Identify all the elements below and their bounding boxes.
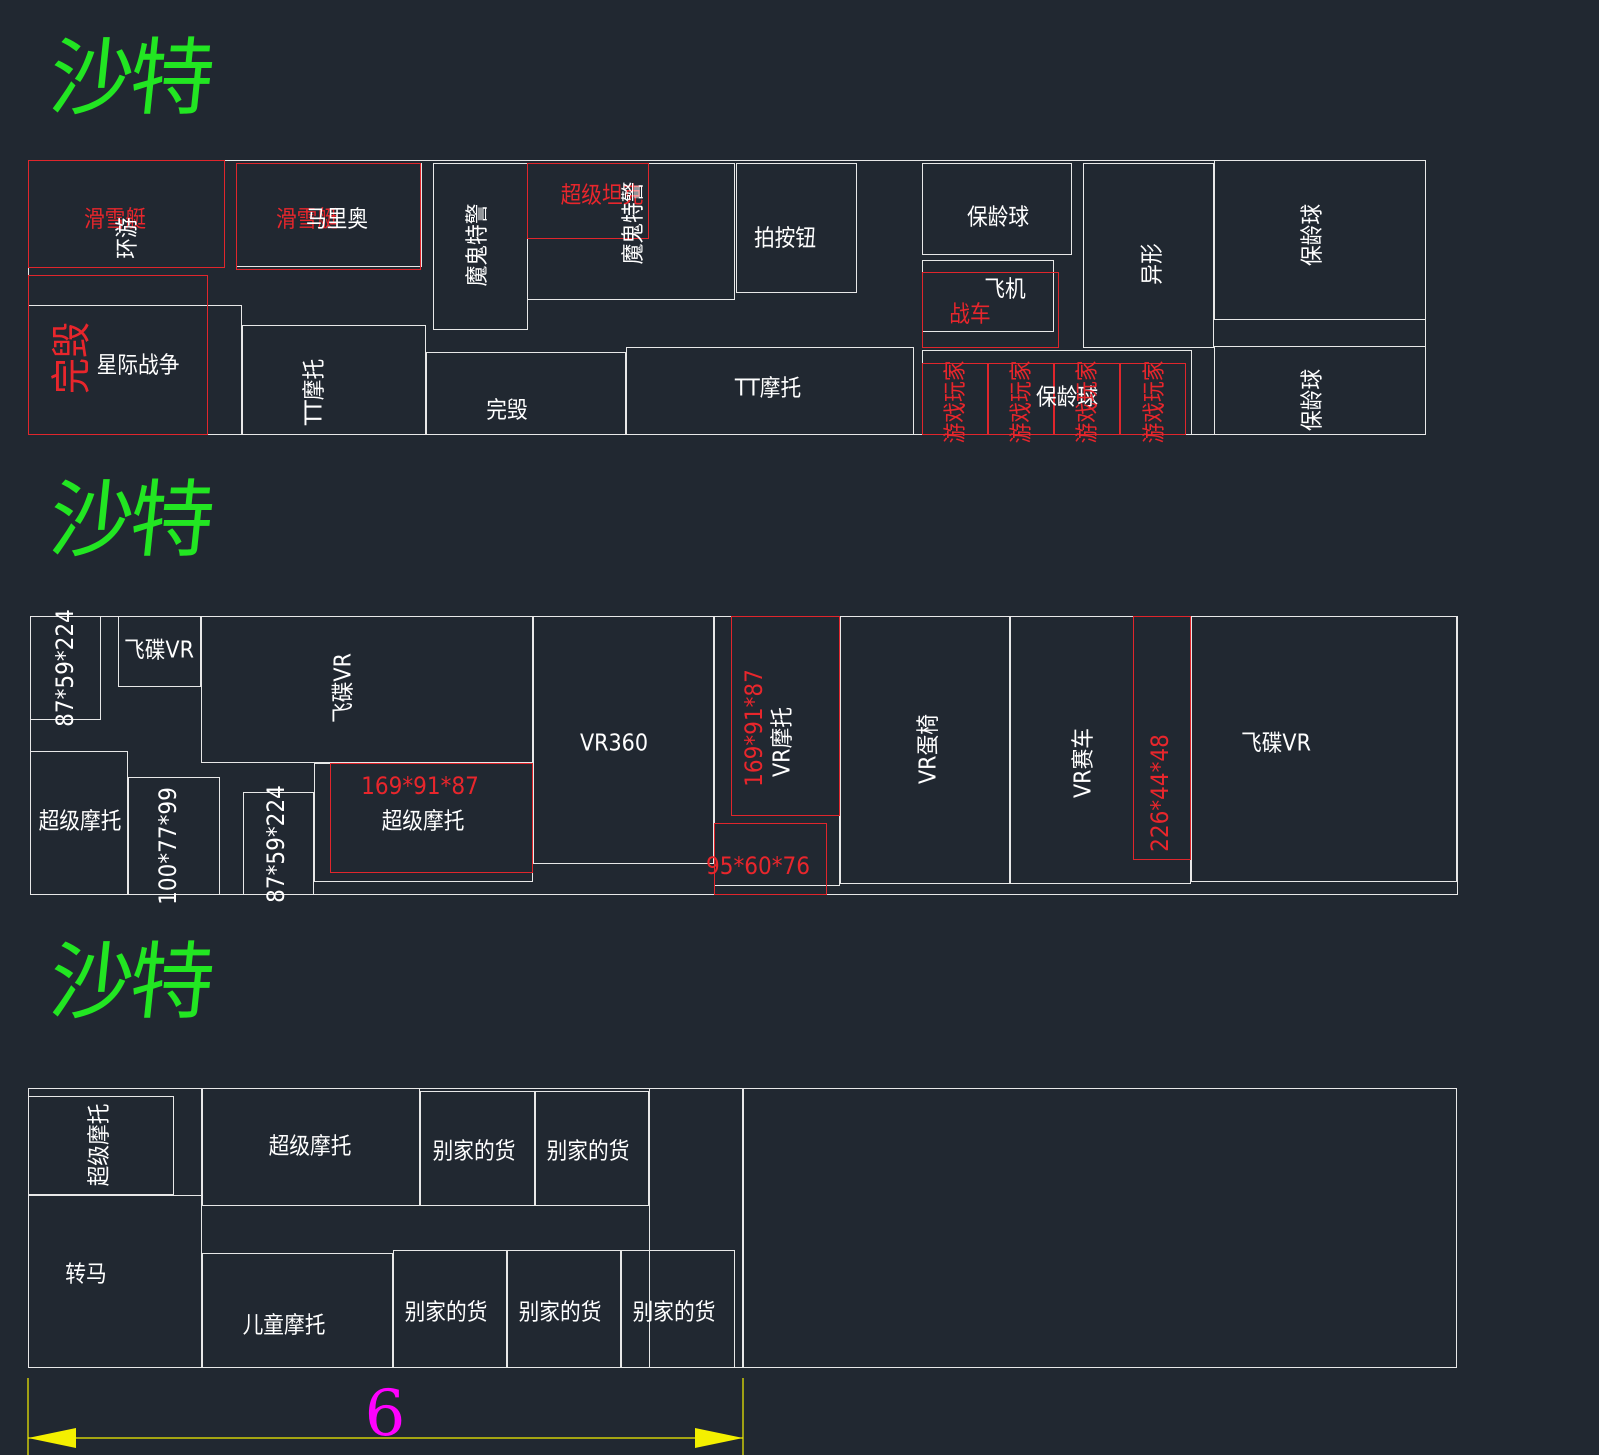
booth-label: 超级坦克 bbox=[560, 182, 644, 209]
booth-label: 滑雪艇 bbox=[83, 206, 147, 233]
booth-box bbox=[533, 616, 714, 864]
booth-box bbox=[420, 1091, 535, 1206]
booth-label: 超级摩托 bbox=[268, 1133, 352, 1160]
booth-box bbox=[1191, 616, 1457, 882]
booth-label: 保龄球 bbox=[1035, 384, 1099, 411]
booth-label: 超级摩托 bbox=[381, 808, 465, 835]
booth-box bbox=[243, 792, 314, 895]
booth-box bbox=[731, 616, 840, 816]
booth-label: VR360 bbox=[579, 730, 649, 757]
dimension-label: 169*91*87 bbox=[361, 772, 479, 800]
booth-box bbox=[393, 1250, 507, 1368]
booth-box bbox=[714, 823, 827, 895]
booth-box bbox=[242, 325, 426, 435]
booth-box bbox=[626, 347, 914, 435]
booth-box bbox=[840, 616, 1010, 884]
booth-label: 飞碟VR bbox=[124, 637, 194, 664]
booth-box bbox=[1083, 163, 1214, 348]
booth-box bbox=[922, 272, 1059, 348]
booth-label: 转马 bbox=[65, 1261, 107, 1288]
booth-label: 别家的货 bbox=[404, 1299, 488, 1326]
booth-box bbox=[922, 363, 988, 435]
booth-label: 别家的货 bbox=[546, 1138, 630, 1165]
booth-box bbox=[201, 616, 533, 763]
booth-box bbox=[236, 163, 421, 270]
booth-box bbox=[202, 1253, 393, 1368]
booth-box bbox=[535, 1091, 649, 1206]
booth-box bbox=[736, 163, 857, 293]
dimension-value: 6 bbox=[365, 1377, 406, 1451]
dimension-arrow-left bbox=[28, 1428, 76, 1448]
booth-label: 完毁 bbox=[486, 397, 528, 424]
booth-box bbox=[1120, 363, 1186, 435]
booth-box bbox=[1214, 346, 1426, 435]
booth-label: 飞机 bbox=[984, 276, 1026, 303]
booth-box bbox=[202, 1088, 420, 1206]
booth-box bbox=[28, 1096, 174, 1195]
booth-box bbox=[527, 163, 649, 239]
booth-label: TT摩托 bbox=[734, 375, 802, 402]
booth-label: 保龄球 bbox=[966, 204, 1030, 231]
booth-box bbox=[507, 1250, 621, 1368]
booth-box bbox=[28, 275, 208, 435]
booth-label: 滑雪艇 bbox=[275, 206, 339, 233]
booth-box bbox=[118, 616, 201, 687]
booth-label: 飞碟VR bbox=[1241, 730, 1311, 757]
booth-box bbox=[922, 163, 1072, 255]
booth-label: 儿童摩托 bbox=[242, 1312, 326, 1339]
booth-box bbox=[988, 363, 1054, 435]
booth-label: 别家的货 bbox=[518, 1299, 602, 1326]
booth-box bbox=[28, 1195, 202, 1368]
booth-label: 别家的货 bbox=[632, 1299, 716, 1326]
booth-box bbox=[330, 763, 533, 873]
booth-box bbox=[30, 751, 128, 895]
booth-box bbox=[30, 616, 101, 720]
dimension-label: 95*60*76 bbox=[705, 852, 811, 880]
booth-label: 拍按钮 bbox=[753, 225, 817, 252]
booth-box bbox=[426, 352, 626, 435]
booth-box bbox=[743, 1088, 1457, 1368]
booth-box bbox=[1214, 160, 1426, 320]
booth-box bbox=[128, 777, 220, 895]
booth-label: 战车 bbox=[949, 301, 991, 328]
booth-box bbox=[1054, 363, 1120, 435]
booth-label: 超级摩托 bbox=[38, 808, 122, 835]
booth-label: 别家的货 bbox=[432, 1138, 516, 1165]
dimension-arrow-right bbox=[695, 1428, 743, 1448]
booth-box bbox=[1133, 616, 1191, 860]
booth-label: 星际战争 bbox=[96, 352, 180, 379]
booth-box bbox=[28, 160, 225, 268]
booth-box bbox=[621, 1250, 735, 1368]
booth-label: 马里奥 bbox=[305, 206, 369, 233]
